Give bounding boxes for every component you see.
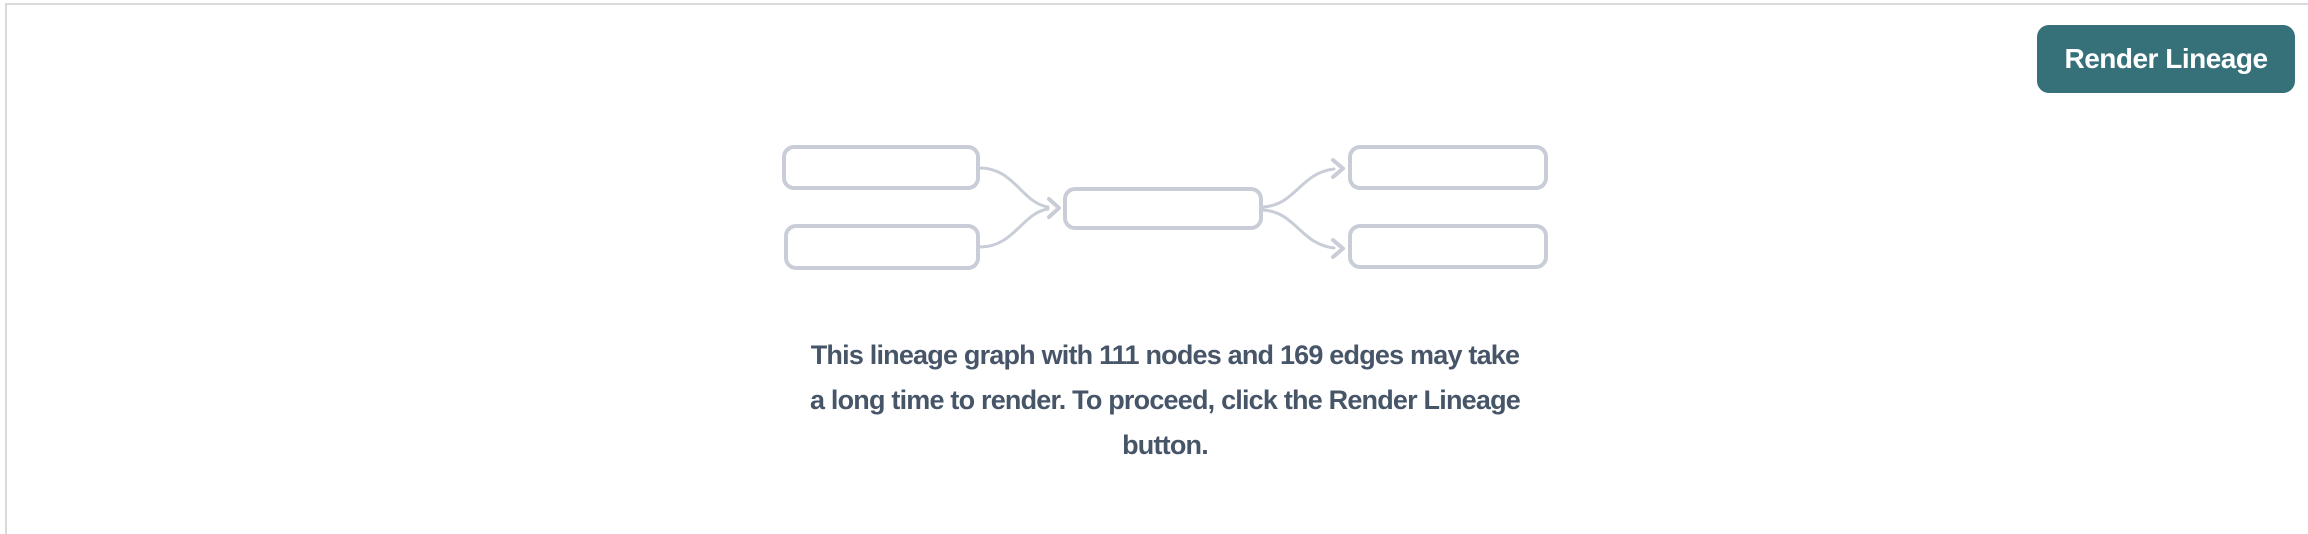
render-lineage-button[interactable]: Render Lineage	[2037, 25, 2295, 93]
lineage-warning-text: This lineage graph with 111 nodes and 16…	[810, 333, 1521, 468]
lineage-warning-line-3: button.	[1122, 430, 1209, 460]
diagram-node-downstream-2	[1348, 224, 1548, 269]
lineage-empty-state: This lineage graph with 111 nodes and 16…	[759, 145, 1571, 468]
diagram-edge	[1261, 208, 1336, 250]
diagram-edge	[1261, 167, 1336, 209]
lineage-preview-diagram	[782, 145, 1548, 270]
diagram-edges	[978, 166, 1336, 250]
diagram-node-downstream-1	[1348, 145, 1548, 190]
diagram-node-upstream-2	[784, 224, 980, 270]
diagram-edge	[978, 166, 1050, 209]
lineage-warning-line-2: a long time to render. To proceed, click…	[810, 385, 1521, 415]
diagram-nodes	[782, 145, 1548, 270]
diagram-node-center	[1063, 187, 1263, 230]
arrowhead-icon	[1331, 238, 1345, 259]
diagram-edge	[978, 207, 1050, 249]
lineage-panel: Render Lineage	[5, 3, 2308, 534]
arrowhead-icon	[1047, 197, 1061, 219]
lineage-warning-line-1: This lineage graph with 111 nodes and 16…	[810, 340, 1520, 370]
arrowhead-icon	[1331, 158, 1345, 179]
diagram-arrowheads	[1047, 158, 1345, 259]
diagram-node-upstream-1	[782, 145, 980, 190]
